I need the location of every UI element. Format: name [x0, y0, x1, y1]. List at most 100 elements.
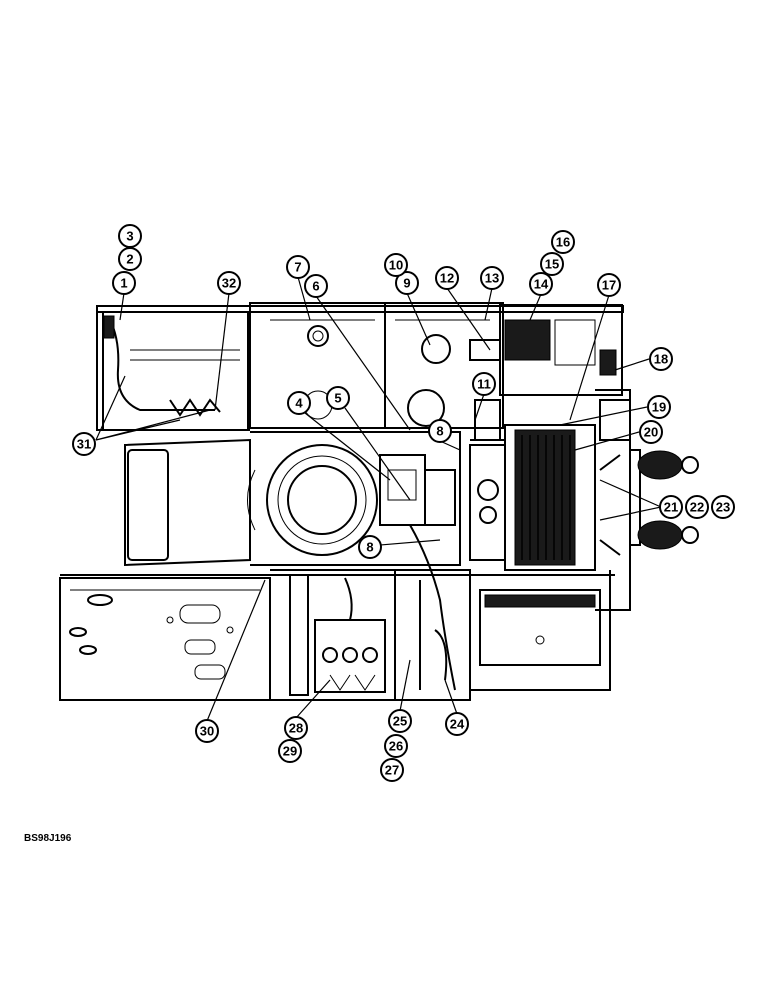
callout-circle — [358, 535, 382, 559]
callout-8: 8 — [428, 419, 452, 443]
callout-circle — [217, 271, 241, 295]
callout-circle — [428, 419, 452, 443]
callout-label: 6 — [312, 279, 319, 294]
callout-14: 14 — [529, 272, 553, 296]
callout-label: 22 — [690, 500, 704, 515]
callout-circle — [118, 224, 142, 248]
callout-23: 23 — [711, 495, 735, 519]
callout-label: 18 — [654, 352, 668, 367]
callout-circle — [639, 420, 663, 444]
reference-code: BS98J196 — [24, 833, 72, 844]
callout-32: 32 — [217, 271, 241, 295]
callout-circle — [388, 709, 412, 733]
callout-label: 14 — [534, 277, 549, 292]
callout-circle — [540, 252, 564, 276]
callout-26: 26 — [384, 734, 408, 758]
callout-31: 31 — [72, 432, 96, 456]
callout-label: 2 — [126, 252, 133, 267]
callout-19: 19 — [647, 395, 671, 419]
callout-6: 6 — [304, 274, 328, 298]
callout-29: 29 — [278, 739, 302, 763]
callout-circle — [435, 266, 459, 290]
callout-label: 31 — [77, 437, 91, 452]
callout-24: 24 — [445, 712, 469, 736]
callout-25: 25 — [388, 709, 412, 733]
callout-7: 7 — [286, 255, 310, 279]
callout-circle — [384, 253, 408, 277]
callout-circle — [711, 495, 735, 519]
callout-27: 27 — [380, 758, 404, 782]
callout-label: 12 — [440, 271, 454, 286]
callout-circle — [287, 391, 311, 415]
callout-circle — [326, 386, 350, 410]
callout-circle — [112, 271, 136, 295]
callout-9: 9 — [395, 271, 419, 295]
callout-label: 21 — [664, 500, 678, 515]
callout-12: 12 — [435, 266, 459, 290]
callout-circle — [278, 739, 302, 763]
callout-label: 10 — [389, 258, 403, 273]
callout-circle — [380, 758, 404, 782]
callout-label: 5 — [334, 391, 341, 406]
callout-circle — [395, 271, 419, 295]
callout-label: 16 — [556, 235, 570, 250]
machine-drawing — [59, 302, 699, 701]
callout-circle — [284, 716, 308, 740]
callout-label: 32 — [222, 276, 236, 291]
callout-circle — [685, 495, 709, 519]
leader-lines — [95, 276, 662, 722]
callout-circle — [597, 273, 621, 297]
callout-circle — [72, 432, 96, 456]
callout-label: 17 — [602, 278, 616, 293]
callout-2: 2 — [118, 247, 142, 271]
callout-21: 21 — [659, 495, 683, 519]
callout-label: 8 — [366, 540, 373, 555]
callout-22: 22 — [685, 495, 709, 519]
callout-label: 25 — [393, 714, 407, 729]
callout-13: 13 — [480, 266, 504, 290]
callout-circle — [304, 274, 328, 298]
callout-label: 9 — [403, 276, 410, 291]
callout-circle — [551, 230, 575, 254]
callout-11: 11 — [472, 372, 496, 396]
callout-label: 27 — [385, 763, 399, 778]
callout-circle — [195, 719, 219, 743]
callout-label: 30 — [200, 724, 214, 739]
callout-label: 1 — [120, 276, 127, 291]
callout-28: 28 — [284, 716, 308, 740]
callout-label: 24 — [450, 717, 465, 732]
callout-17: 17 — [597, 273, 621, 297]
radiator-core — [514, 429, 576, 566]
callout-label: 3 — [126, 229, 133, 244]
callout-label: 23 — [716, 500, 730, 515]
callout-circle — [647, 395, 671, 419]
callout-circle — [472, 372, 496, 396]
callout-18: 18 — [649, 347, 673, 371]
callout-circle — [286, 255, 310, 279]
callout-label: 4 — [295, 396, 303, 411]
callout-label: 11 — [477, 377, 491, 392]
callout-15: 15 — [540, 252, 564, 276]
callout-label: 13 — [485, 271, 499, 286]
callout-20: 20 — [639, 420, 663, 444]
callout-30: 30 — [195, 719, 219, 743]
callout-label: 15 — [545, 257, 559, 272]
callout-3: 3 — [118, 224, 142, 248]
callout-circle — [649, 347, 673, 371]
callout-8: 8 — [358, 535, 382, 559]
callout-label: 29 — [283, 744, 297, 759]
callout-5: 5 — [326, 386, 350, 410]
callout-label: 8 — [436, 424, 443, 439]
callout-circle — [480, 266, 504, 290]
callout-label: 19 — [652, 400, 666, 415]
callout-label: 7 — [294, 260, 301, 275]
callout-1: 1 — [112, 271, 136, 295]
callout-circle — [529, 272, 553, 296]
callout-10: 10 — [384, 253, 408, 277]
callout-circle — [445, 712, 469, 736]
callout-label: 28 — [289, 721, 303, 736]
callout-circle — [384, 734, 408, 758]
callout-4: 4 — [287, 391, 311, 415]
